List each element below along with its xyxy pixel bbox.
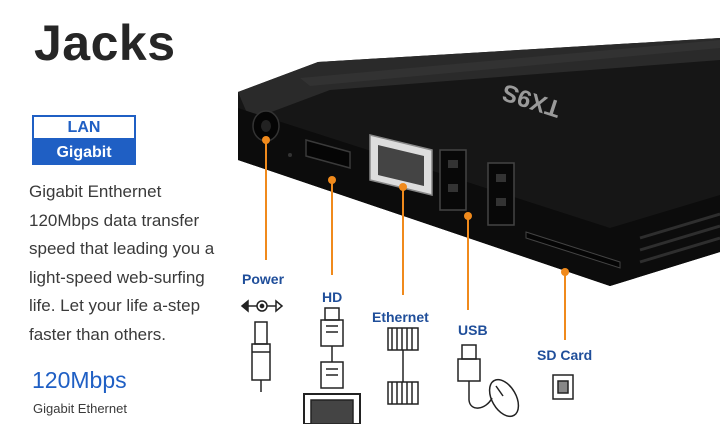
hd-dot [328,176,336,184]
gigabit-badge: Gigabit [32,140,136,165]
power-plug-icon [240,299,284,392]
lan-badge: LAN [32,115,136,140]
page-title: Jacks [34,15,176,71]
description: Gigabit Enthernet 120Mbps data transfer … [29,178,244,349]
usb-mouse-icon [457,344,520,418]
sd-card-label: SD Card [537,347,593,363]
speed-value: 120Mbps [32,367,127,393]
usb-dot [464,212,472,220]
speed-caption: Gigabit Ethernet [33,401,127,416]
description-line: life. Let your life a-step [29,296,201,315]
sd-card-icon [552,374,574,400]
ethernet-connector-icon [387,327,419,405]
power-label: Power [242,271,285,287]
description-line: 120Mbps data transfer [29,210,200,230]
hd-label: HD [322,289,343,305]
description-line: speed that leading you a [29,239,215,258]
pointer-lines [265,140,566,340]
ethernet-label: Ethernet [372,309,429,325]
usb-label: USB [458,322,488,338]
hdmi-cable-icon [303,307,361,424]
description-line: light-speed web-surfing [29,267,205,287]
power-dot [262,136,270,144]
ethernet-dot [399,183,407,191]
tv-box-device: TX9S [238,38,720,286]
description-line: Gigabit Enthernet [29,182,162,201]
sd-dot [561,268,569,276]
watermark: Avito [645,387,710,417]
description-line: faster than others. [29,324,167,344]
